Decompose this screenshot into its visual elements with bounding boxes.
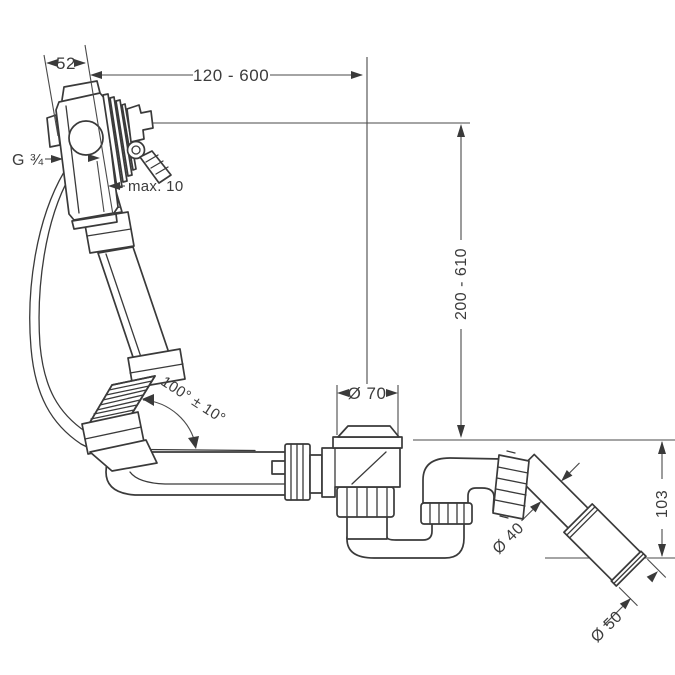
dim-max-wall: max. 10 bbox=[96, 160, 183, 213]
inlet-spacer bbox=[309, 454, 323, 494]
drain-body bbox=[271, 425, 403, 501]
trap-union-nut bbox=[420, 502, 473, 525]
outlet-pipe-group: Ø 40 Ø 50 bbox=[490, 453, 667, 646]
drain-flange bbox=[332, 436, 403, 449]
bellows-ribs bbox=[87, 380, 153, 425]
overflow-cap bbox=[61, 80, 101, 101]
inlet-nut bbox=[284, 443, 311, 501]
dim-label-flange-diameter: Ø 70 bbox=[348, 384, 387, 403]
cable-ferrule bbox=[271, 460, 287, 475]
overflow-knob bbox=[68, 120, 104, 156]
dim-label-max-wall: max. 10 bbox=[128, 178, 183, 195]
drain-union-nut bbox=[336, 486, 395, 518]
dim-overflow-width: 52 bbox=[43, 44, 114, 216]
trap-bend bbox=[346, 514, 465, 559]
dim-label-install-width: 120 - 600 bbox=[193, 66, 269, 85]
wall-flange-stack bbox=[102, 93, 137, 189]
outlet-union-nut bbox=[492, 450, 530, 520]
dim-install-height: 200 - 610 bbox=[453, 124, 470, 438]
dim-label-hose-angle: 100° ± 10° bbox=[158, 373, 229, 427]
dim-thread-size: G ¾ bbox=[12, 152, 100, 169]
trap-inlet-tube bbox=[346, 514, 388, 540]
dim-label-thread-size: G ¾ bbox=[12, 152, 44, 169]
dim-install-width: 120 - 600 bbox=[90, 66, 363, 85]
overflow-unit bbox=[46, 80, 172, 230]
dim-label-outlet-height: 103 bbox=[654, 490, 671, 518]
pipe-inlet-taper bbox=[89, 439, 158, 472]
waste-cap bbox=[337, 425, 400, 438]
hose-nipple bbox=[126, 104, 172, 184]
dim-label-install-height: 200 - 610 bbox=[453, 248, 470, 320]
bellows-hose bbox=[81, 375, 158, 472]
dim-flange-diameter: Ø 70 bbox=[336, 384, 399, 435]
dim-label-overflow-width: 52 bbox=[56, 54, 76, 73]
dim-label-pipe-diameter: Ø 40 bbox=[490, 520, 528, 558]
dim-outlet-height: 103 bbox=[654, 441, 671, 557]
trap-elbow bbox=[422, 457, 503, 513]
dim-label-outlet-diameter: Ø 50 bbox=[588, 608, 626, 646]
